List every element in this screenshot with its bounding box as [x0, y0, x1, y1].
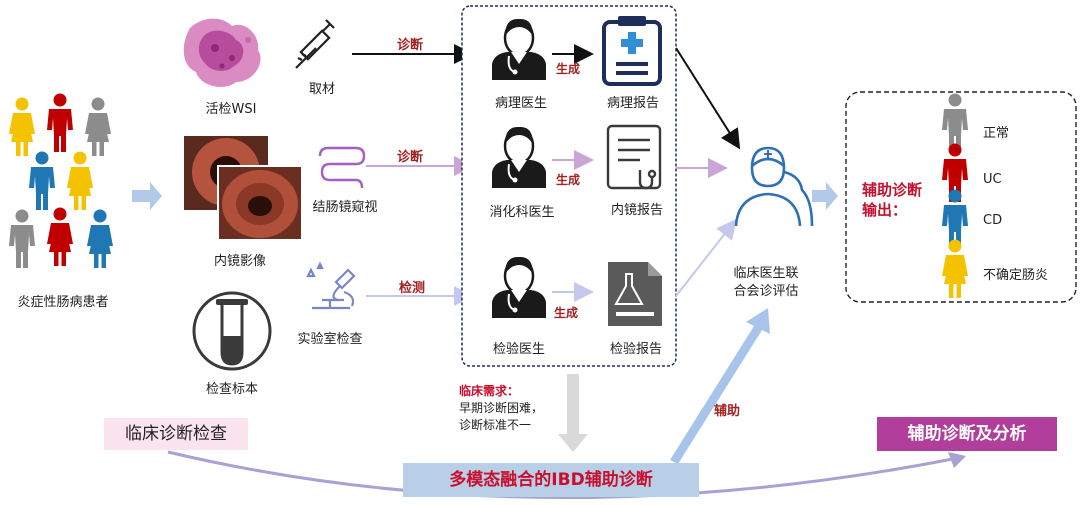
clinical-needs-line2: 诊断标准不一 — [459, 418, 532, 432]
joint-consultation-icon — [734, 146, 814, 227]
joint-label-line2: 合会诊评估 — [733, 284, 799, 299]
person-icon — [9, 97, 35, 156]
person-icon — [67, 151, 93, 210]
person-icon — [9, 209, 35, 268]
generate-label-1: 生成 — [555, 62, 581, 76]
microscope-icon — [306, 261, 356, 310]
output-title-line2: 输出： — [862, 201, 908, 219]
multimodal-box: 多模态融合的IBD辅助诊断 — [403, 463, 699, 497]
report-to-joint-arrow-1 — [675, 47, 741, 150]
output-title-line1: 辅助诊断 — [862, 181, 923, 199]
person-icon — [29, 151, 55, 210]
assist-analysis-box: 辅助诊断及分析 — [877, 417, 1057, 451]
clinical-needs: 临床需求： 早期诊断困难， 诊断标准不一 — [459, 383, 543, 434]
endoscopy-report-icon — [606, 124, 662, 190]
colonoscopy-label: 结肠镜窥视 — [312, 200, 378, 215]
assist-arrow — [670, 308, 770, 464]
clinical-exam-box: 临床诊断检查 — [104, 418, 248, 450]
needs-down-arrow — [558, 374, 588, 452]
gastro-doctor-label: 消化科医生 — [489, 205, 555, 220]
wsi-label: 活检WSI — [205, 102, 257, 117]
diagnose-label-1: 诊断 — [396, 38, 424, 53]
detect-label: 检测 — [398, 281, 426, 296]
output-item-cd: CD — [983, 213, 1003, 228]
lab-doctor-label: 检验医生 — [492, 342, 546, 357]
joint-label-line1: 临床医生联 — [733, 266, 799, 281]
pathology-report-label: 病理报告 — [606, 96, 660, 111]
person-icon — [87, 209, 113, 268]
clinical-needs-title: 临床需求： — [459, 384, 520, 398]
lab-test-label: 实验室检查 — [297, 332, 363, 347]
patients-label: 炎症性肠病患者 — [17, 295, 109, 310]
pathologist-label: 病理医生 — [494, 96, 548, 111]
sampling-label: 取材 — [308, 82, 336, 97]
output-item-indeterminate: 不确定肠炎 — [983, 268, 1049, 283]
lab-report-label: 检验报告 — [609, 342, 663, 357]
bottom-curve-head — [948, 452, 966, 468]
output-item-uc: UC — [983, 172, 1002, 187]
generate-label-3: 生成 — [553, 306, 579, 320]
patients-group — [9, 93, 113, 268]
endoscopy-report-label: 内镜报告 — [610, 203, 664, 218]
lab-report-icon — [608, 262, 662, 326]
test-tube-icon — [192, 291, 272, 371]
flow-arrow — [812, 182, 838, 210]
person-icon — [85, 97, 111, 156]
person-icon — [47, 207, 73, 266]
output-item-normal: 正常 — [983, 126, 1010, 141]
intestine-icon — [318, 146, 366, 189]
assist-label: 辅助 — [714, 404, 741, 419]
endo-image-label: 内镜影像 — [213, 254, 267, 269]
specimen-label: 检查标本 — [205, 382, 259, 397]
flow-arrow — [132, 182, 162, 210]
clinical-needs-line1: 早期诊断困难， — [459, 401, 544, 415]
wsi-tissue-image — [183, 18, 261, 87]
pathology-report-icon — [602, 16, 662, 86]
person-icon — [47, 93, 73, 152]
diagnose-label-2: 诊断 — [396, 150, 424, 165]
bottom-curve — [167, 450, 959, 500]
syringe-icon — [295, 19, 335, 69]
generate-label-2: 生成 — [555, 173, 581, 187]
endoscopy-images — [184, 136, 303, 241]
report-to-joint-arrow-3 — [675, 218, 737, 297]
